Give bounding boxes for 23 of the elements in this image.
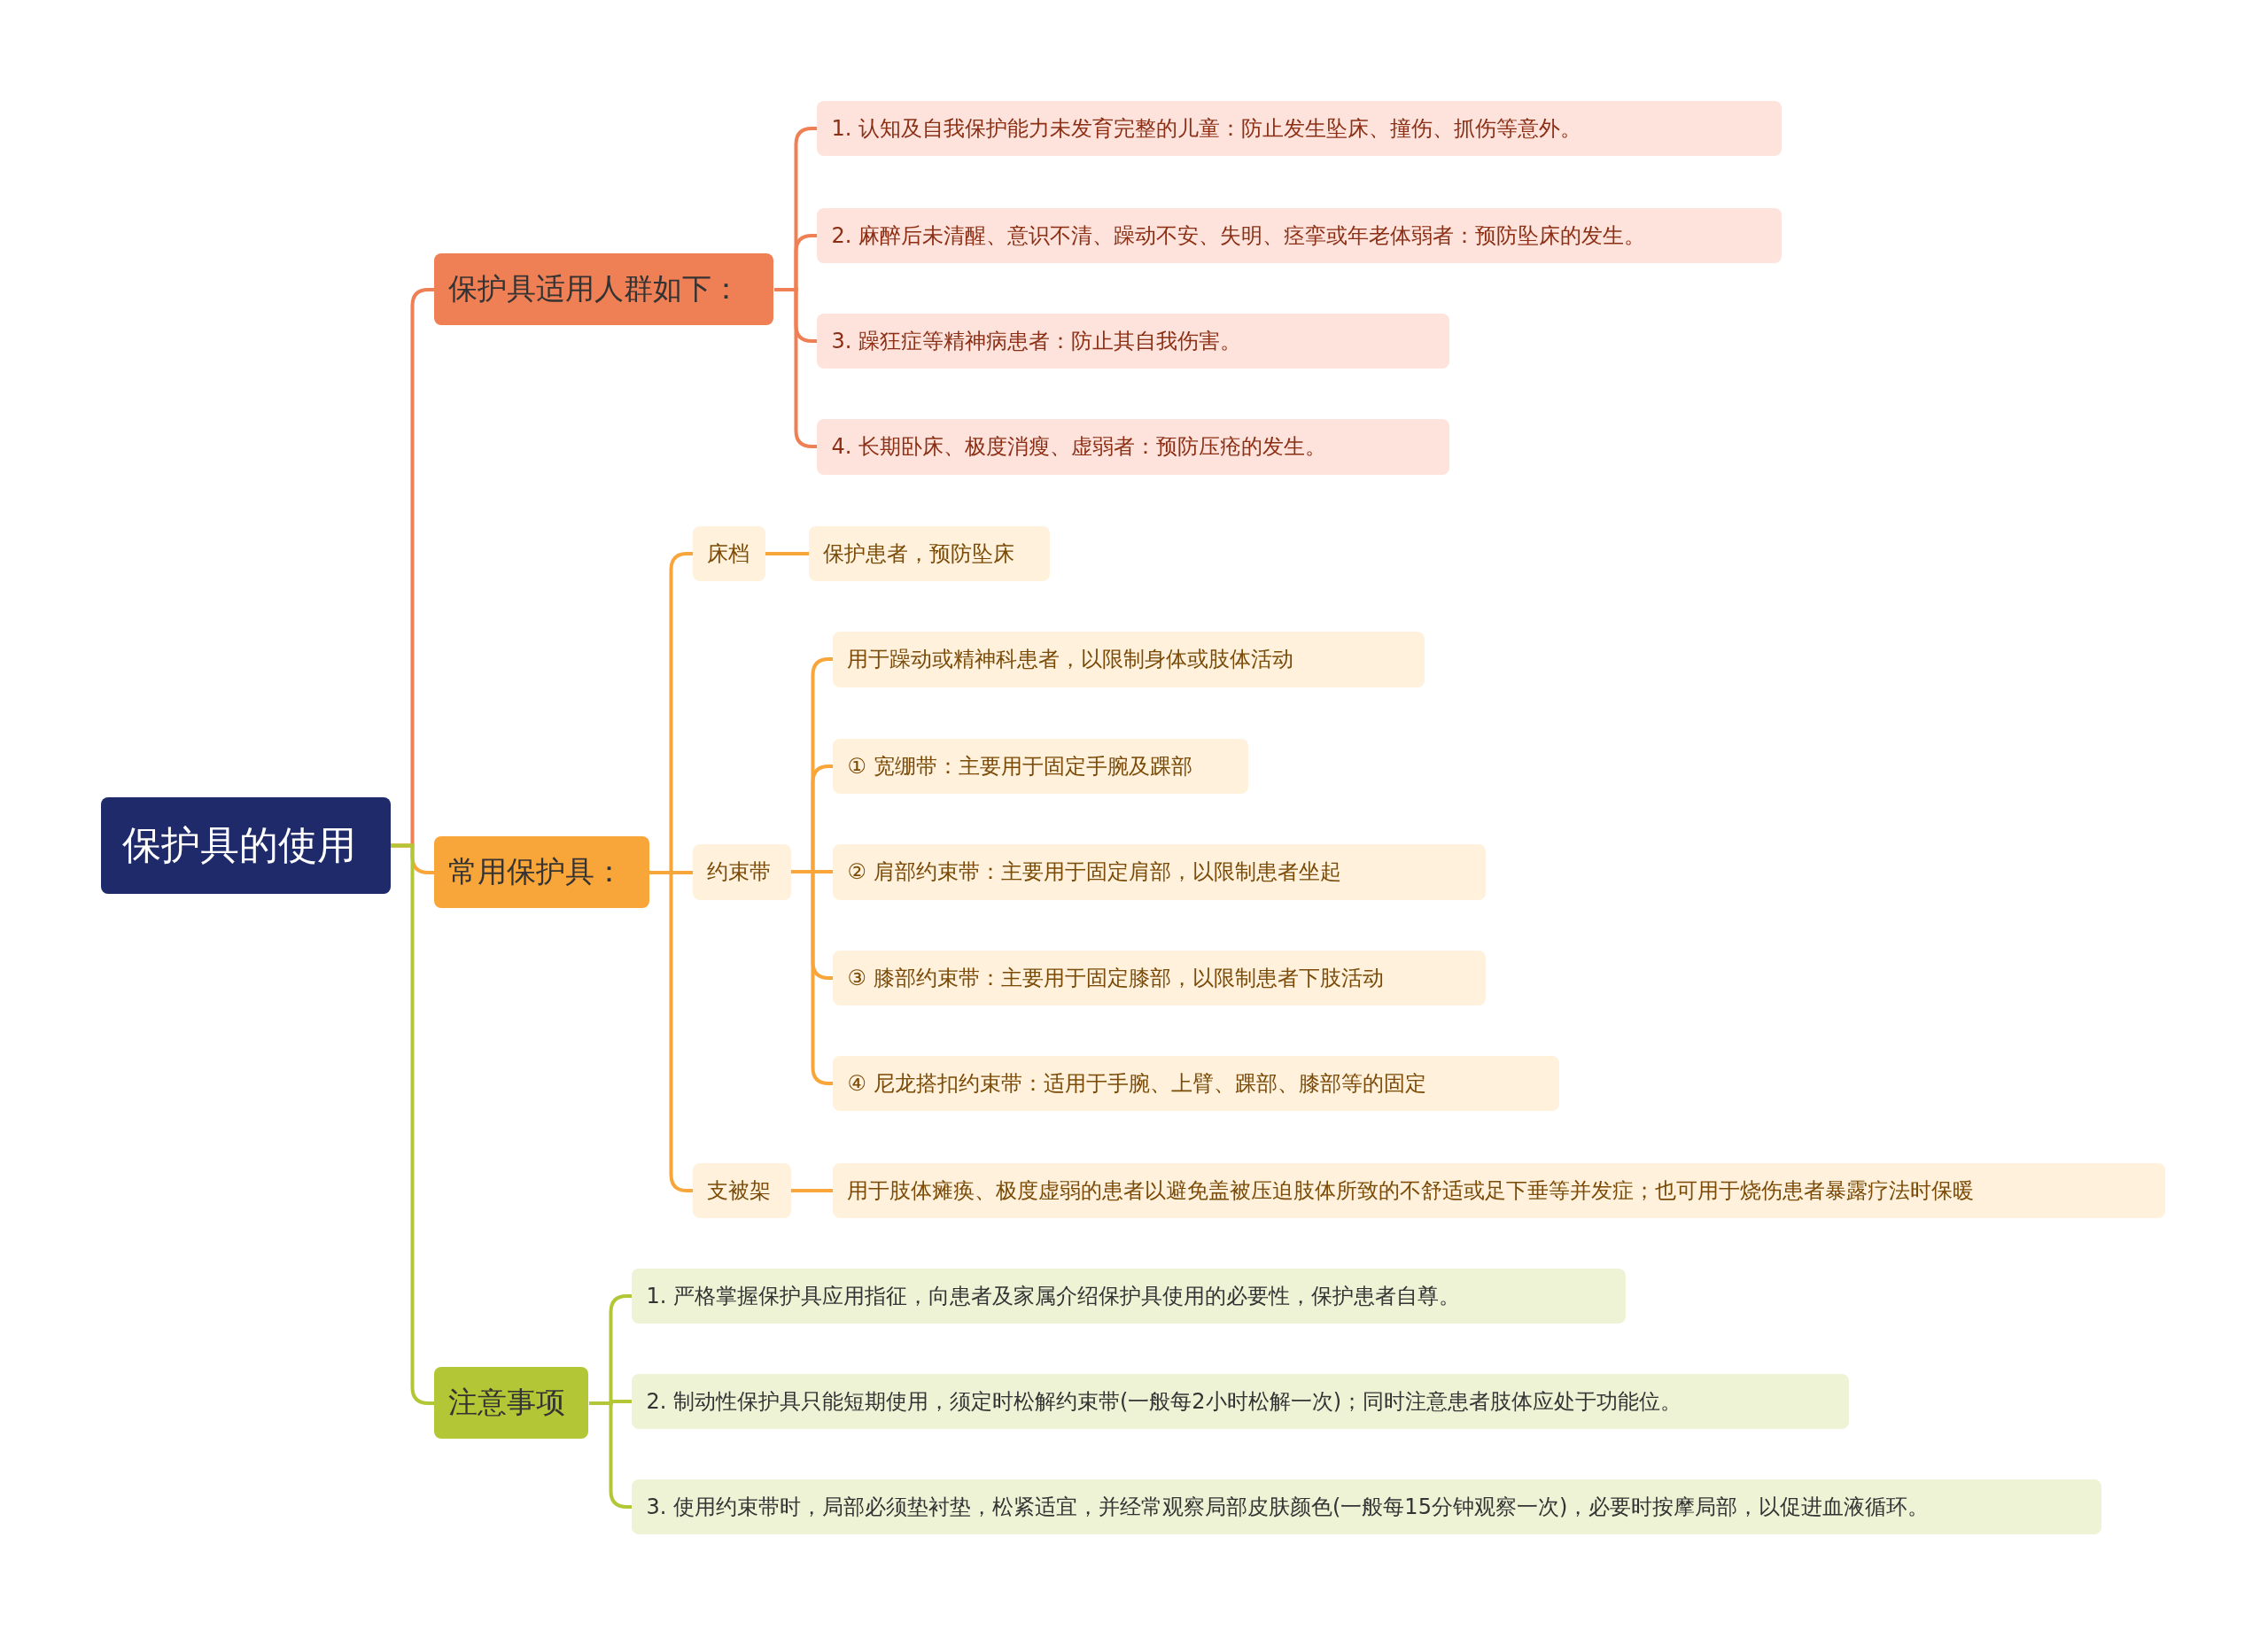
subtopic-box: 3. 躁狂症等精神病患者：防止其自我伤害。 xyxy=(817,314,1449,369)
subtopic-box: ④ 尼龙搭扣约束带：适用于手腕、上臂、踝部、膝部等的固定 xyxy=(833,1055,1559,1111)
subtopic-box: 4. 长期卧床、极度消瘦、虚弱者：预防压疮的发生。 xyxy=(817,419,1449,475)
subtopic-box: 支被架 xyxy=(693,1162,792,1218)
subtopic-box: 床档 xyxy=(693,526,765,582)
branch-topic: 保护具适用人群如下： xyxy=(433,252,774,326)
subtopic-box: 3. 使用约束带时，局部必须垫衬垫，松紧适宜，并经常观察局部皮肤颜色(一般每15分钟观察一次)，必要时按摩局部，以促进血液循环。 xyxy=(632,1479,2102,1535)
subtopic-box: 用于躁动或精神科患者，以限制身体或肢体活动 xyxy=(833,632,1425,687)
branch-topic: 常用保护具： xyxy=(433,835,650,909)
branch-topic: 注意事项 xyxy=(433,1366,589,1440)
subtopic-box: 约束带 xyxy=(693,844,792,900)
subtopic-box: 2. 麻醉后未清醒、意识不清、躁动不安、失明、痉挛或年老体弱者：预防坠床的发生。 xyxy=(817,208,1783,264)
subtopic-box: ③ 膝部约束带：主要用于固定膝部，以限制患者下肢活动 xyxy=(833,950,1486,1005)
subtopic-box: 2. 制动性保护具只能短期使用，须定时松解约束带(一般每2小时松解一次)；同时注意患者肢体应处于功能位。 xyxy=(632,1374,1849,1430)
subtopic-box: ② 肩部约束带：主要用于固定肩部，以限制患者坐起 xyxy=(833,844,1486,900)
subtopic-box: 1. 严格掌握保护具应用指征，向患者及家属介绍保护具使用的必要性，保护患者自尊。 xyxy=(632,1268,1627,1324)
subtopic-box: 保护患者，预防坠床 xyxy=(808,526,1051,582)
subtopic-box: 用于肢体瘫痪、极度虚弱的患者以避免盖被压迫肢体所致的不舒适或足下垂等并发症；也可用于烧伤患者暴露疗法时保暖 xyxy=(833,1162,2166,1218)
central-topic: 保护具的使用 xyxy=(101,796,391,894)
subtopic-box: ① 宽绷带：主要用于固定手腕及踝部 xyxy=(833,739,1248,795)
connector-line xyxy=(791,1189,833,1192)
connector-line xyxy=(765,552,809,555)
subtopic-box: 1. 认知及自我保护能力未发育完整的儿童：防止发生坠床、撞伤、抓伤等意外。 xyxy=(817,101,1783,157)
